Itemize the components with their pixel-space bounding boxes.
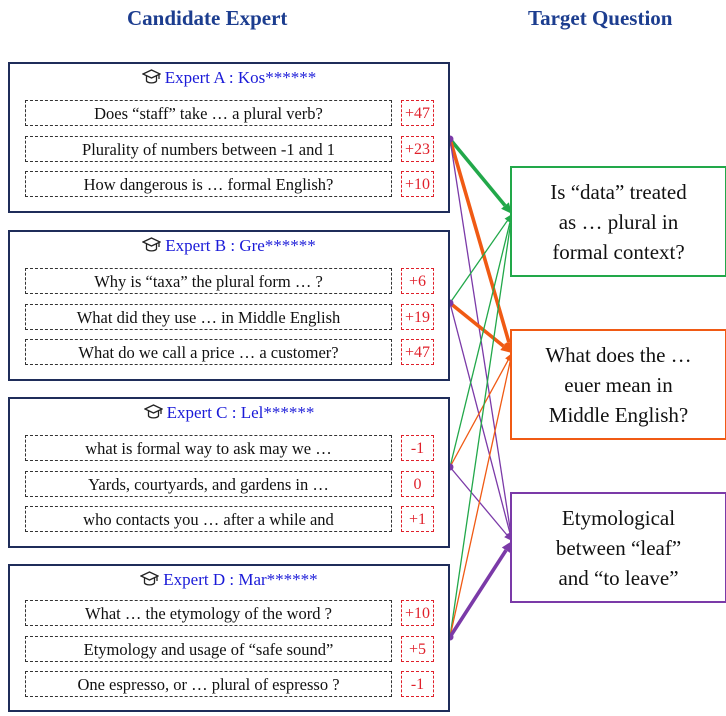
target-a-line-3: formal context? xyxy=(552,239,685,264)
expert-d-question-1: What … the etymology of the word ? xyxy=(25,600,392,626)
expert-b-title: Expert B : Gre****** xyxy=(10,236,448,256)
link-expert-c-to-leaf-leave xyxy=(449,466,508,536)
target-c-line-3: and “to leave” xyxy=(558,565,679,590)
expert-card-a: Expert A : Kos****** Does “staff” take …… xyxy=(8,62,450,213)
expert-card-b: Expert B : Gre****** Why is “taxa” the p… xyxy=(8,230,450,381)
expert-c-title: Expert C : Lel****** xyxy=(10,403,448,423)
link-expert-a-to-euer-meaning xyxy=(448,138,511,343)
target-c-line-1: Etymological xyxy=(561,505,676,530)
link-expert-d-to-euer-meaning xyxy=(449,360,511,638)
expert-d-score-2: +5 xyxy=(401,636,434,662)
expert-d-score-3: -1 xyxy=(401,671,434,697)
expert-b-name: Expert B : Gre****** xyxy=(165,236,316,255)
graduation-cap-icon xyxy=(141,69,162,84)
link-expert-d-to-data-plural xyxy=(449,221,512,638)
target-b-line-2: euer mean in xyxy=(564,372,673,397)
graduation-cap-icon xyxy=(139,571,160,586)
expert-c-score-3: +1 xyxy=(401,506,434,532)
link-expert-a-to-leaf-leave xyxy=(449,138,512,534)
arrowhead-icon xyxy=(500,342,512,353)
expert-d-title: Expert D : Mar****** xyxy=(10,570,448,590)
expert-a-score-3: +10 xyxy=(401,171,434,197)
expert-b-score-3: +47 xyxy=(401,339,434,365)
graduation-cap-icon xyxy=(143,404,164,419)
link-expert-d-to-leaf-leave xyxy=(448,549,508,638)
target-question-euer-meaning: What does the … euer mean in Middle Engl… xyxy=(510,329,726,440)
expert-b-question-1: Why is “taxa” the plural form … ? xyxy=(25,268,392,294)
expert-b-score-1: +6 xyxy=(401,268,434,294)
expert-d-score-1: +10 xyxy=(401,600,434,626)
link-expert-c-to-euer-meaning xyxy=(449,359,509,468)
expert-a-name: Expert A : Kos****** xyxy=(164,68,317,87)
expert-c-score-2: 0 xyxy=(401,471,434,497)
target-question-leaf-leave: Etymological between “leaf” and “to leav… xyxy=(510,492,726,603)
link-expert-c-to-data-plural xyxy=(449,221,511,468)
expert-c-question-1: what is formal way to ask may we … xyxy=(25,435,392,461)
expert-c-score-1: -1 xyxy=(401,435,434,461)
expert-card-c: Expert C : Lel****** what is formal way … xyxy=(8,397,450,548)
arrowhead-icon xyxy=(501,202,512,214)
expert-c-question-3: who contacts you … after a while and xyxy=(25,506,392,532)
expert-a-title: Expert A : Kos****** xyxy=(10,68,448,88)
link-expert-b-to-data-plural xyxy=(449,220,508,304)
expert-a-question-1: Does “staff” take … a plural verb? xyxy=(25,100,392,126)
candidate-expert-heading: Candidate Expert xyxy=(127,6,288,30)
target-c-line-2: between “leaf” xyxy=(555,535,682,560)
expert-card-d: Expert D : Mar****** What … the etymolog… xyxy=(8,564,450,712)
link-expert-a-to-data-plural xyxy=(448,137,507,207)
graduation-cap-icon xyxy=(141,237,162,252)
link-expert-b-to-euer-meaning xyxy=(448,301,505,348)
expert-d-name: Expert D : Mar****** xyxy=(163,570,318,589)
expert-a-score-2: +23 xyxy=(401,136,434,162)
expert-a-question-3: How dangerous is … formal English? xyxy=(25,171,392,197)
target-b-line-1: What does the … xyxy=(545,342,692,367)
target-a-line-1: Is “data” treated xyxy=(550,179,687,204)
expert-b-question-2: What did they use … in Middle English xyxy=(25,304,392,330)
target-b-line-3: Middle English? xyxy=(548,402,689,427)
target-question-data-plural: Is “data” treated as … plural in formal … xyxy=(510,166,726,277)
expert-a-score-1: +47 xyxy=(401,100,434,126)
expert-a-question-2: Plurality of numbers between -1 and 1 xyxy=(25,136,392,162)
expert-b-score-2: +19 xyxy=(401,304,434,330)
expert-d-question-2: Etymology and usage of “safe sound” xyxy=(25,636,392,662)
arrowhead-icon xyxy=(501,541,512,553)
expert-c-question-2: Yards, courtyards, and gardens in … xyxy=(25,471,392,497)
expert-d-question-3: One espresso, or … plural of espresso ? xyxy=(25,671,392,697)
expert-c-name: Expert C : Lel****** xyxy=(166,403,315,422)
target-question-heading: Target Question xyxy=(528,6,673,30)
link-expert-b-to-leaf-leave xyxy=(449,302,511,534)
expert-b-question-3: What do we call a price … a customer? xyxy=(25,339,392,365)
target-a-line-2: as … plural in xyxy=(558,209,679,234)
